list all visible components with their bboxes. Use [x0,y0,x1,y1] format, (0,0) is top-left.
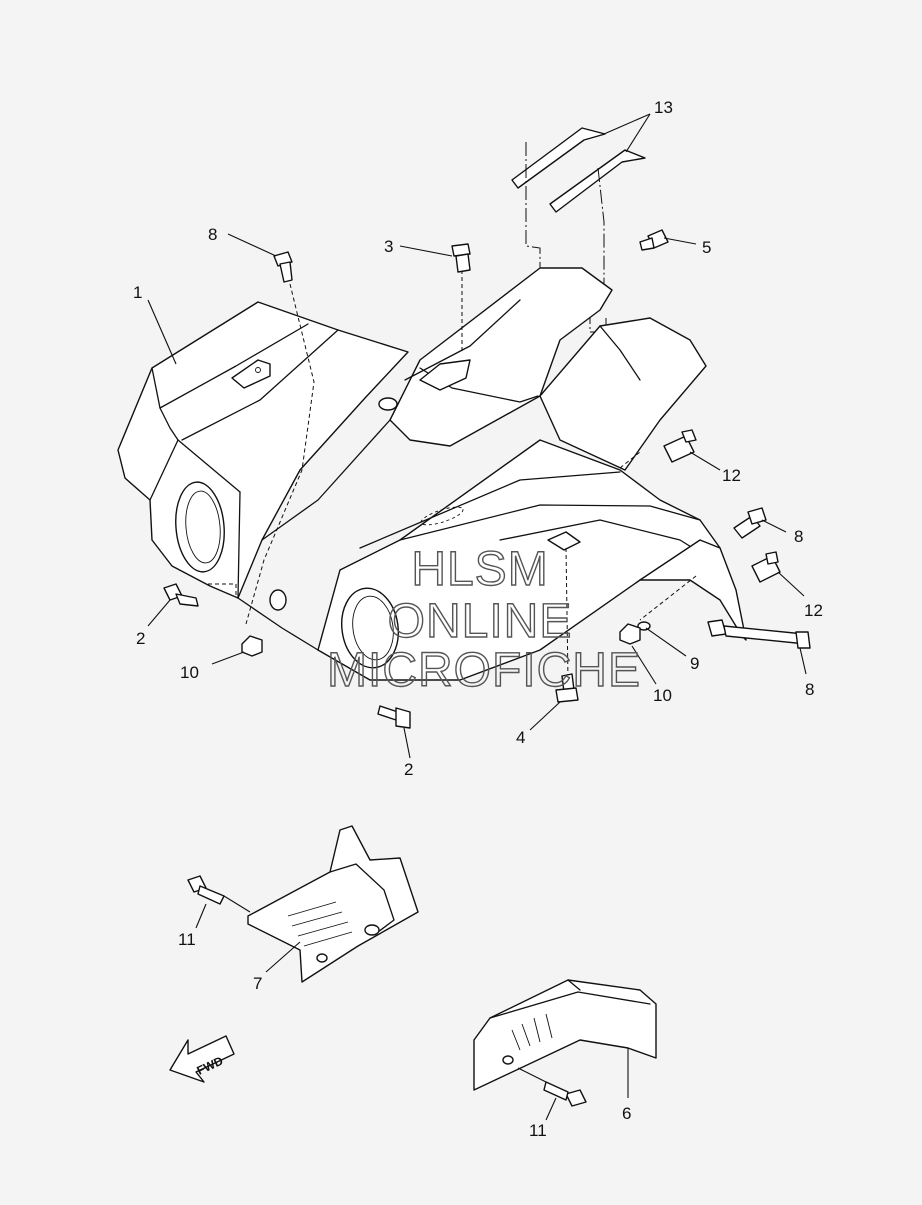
bolt-icon [733,507,767,539]
callout-6: 6 [622,1104,631,1123]
bolt-icon [555,673,579,703]
callout-11: 11 [529,1121,547,1140]
watermark: HLSM ONLINE MICROFICHE [326,542,641,697]
callout-10: 10 [180,663,199,682]
callout-2: 2 [404,760,413,779]
watermark-line-1: HLSM [411,543,548,596]
watermark-line-3: MICROFICHE [327,644,641,697]
rivet-clip-icon [663,429,697,463]
leader-lines [147,113,807,1121]
callout-9: 9 [690,654,699,673]
mud-guard-part-7 [247,825,419,983]
bolt-icon [377,705,411,729]
trim-strip-part-13 [511,127,646,333]
mud-guard-part-6 [473,979,657,1091]
front-fender-part-1 [117,267,747,681]
assembly-dashed-lines [208,270,697,681]
bolt-icon [451,243,471,273]
watermark-line-2: ONLINE [388,595,573,648]
callout-5: 5 [702,238,711,257]
callout-10: 10 [653,686,672,705]
screw-icon [639,229,669,251]
callout-3: 3 [384,237,393,256]
fwd-arrow-icon: FWD [169,1035,235,1083]
nut-icon [619,623,641,645]
callout-7: 7 [253,974,262,993]
bolt-icon [707,619,811,649]
callouts: 1 2 2 3 4 5 6 7 8 8 8 9 10 10 11 11 12 1… [133,98,823,1140]
callout-8: 8 [794,527,803,546]
callout-8: 8 [805,680,814,699]
bolt-icon [163,583,199,607]
bolt-icon [543,1081,587,1107]
nut-icon [241,635,263,657]
callout-1: 1 [133,283,142,302]
callout-11: 11 [178,930,196,949]
washer-icon [637,621,651,631]
rivet-clip-icon [751,551,781,583]
callout-4: 4 [516,728,525,747]
bolt-icon [187,875,225,905]
callout-2: 2 [136,629,145,648]
callout-12: 12 [804,601,823,620]
callout-8: 8 [208,225,217,244]
callout-13: 13 [654,98,673,117]
bolt-icon [273,251,293,283]
callout-12: 12 [722,466,741,485]
